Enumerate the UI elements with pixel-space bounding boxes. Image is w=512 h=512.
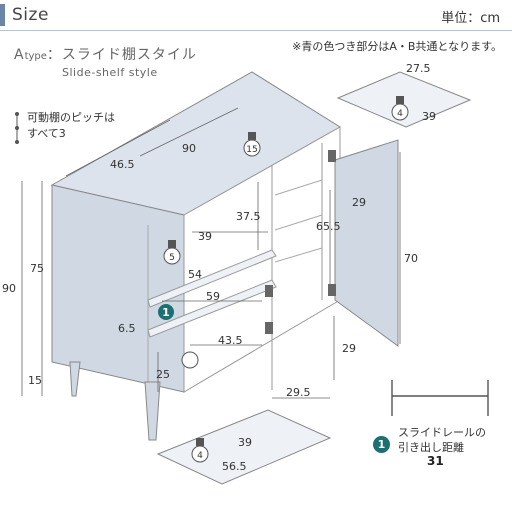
- dim-body-height: 75: [30, 262, 44, 275]
- cabinet-door: [334, 139, 399, 347]
- type-name: スライド棚スタイル: [61, 47, 197, 63]
- dim-slide-shelf-width: 54: [188, 268, 202, 281]
- dim-leg-height: 15: [28, 374, 42, 387]
- type-title: Atype：スライド棚スタイル: [14, 44, 197, 64]
- load-bottom-value: 4: [197, 451, 203, 461]
- header-accent-bar: [0, 4, 5, 26]
- dim-lower-height: 25: [156, 368, 170, 381]
- dim-top-depth: 46.5: [110, 158, 135, 171]
- rail-note-value: 31: [427, 454, 444, 468]
- dim-lower-depth: 43.5: [218, 334, 243, 347]
- load-slide-value: 5: [169, 253, 175, 263]
- dim-top-width: 90: [182, 142, 196, 155]
- rail-note-line-1: スライドレールの: [398, 426, 486, 439]
- rail-note-badge: 1: [373, 436, 390, 453]
- dim-slide-shelf-depth: 39: [198, 230, 212, 243]
- load-top-value: 15: [246, 145, 257, 155]
- dim-shelf-gap: 6.5: [118, 322, 136, 335]
- dim-door-lower: 29: [342, 342, 356, 355]
- slide-rail-diagram: [391, 380, 489, 416]
- dim-upper-space: 37.5: [236, 210, 261, 223]
- slide-shelf-upper: [147, 249, 277, 308]
- badge-number-text: 1: [162, 306, 170, 319]
- pitch-line-2: すべて3: [27, 127, 66, 140]
- load-right-value: 4: [397, 109, 403, 119]
- shelf-pitch-note: 可動棚のピッチは すべて3: [27, 110, 115, 142]
- type-subtitle: Slide-shelf style: [62, 66, 158, 79]
- cabinet-side-panel: [51, 184, 185, 393]
- bottom-shelf-depth: 39: [238, 436, 252, 449]
- header-title: Size: [12, 5, 49, 25]
- slide-shelf-lower: [147, 279, 277, 338]
- pitch-arrow-icon: [15, 112, 19, 144]
- unit-label: 単位：cm: [441, 11, 500, 26]
- bottom-shelf-detail: [156, 409, 332, 485]
- bottom-shelf-width: 56.5: [222, 460, 247, 473]
- type-separator: ：: [46, 47, 62, 63]
- slide-distance-badge: [158, 304, 174, 320]
- dim-right-shelf-top: 29: [352, 196, 366, 209]
- rail-note-line-2: 引き出し距離: [398, 441, 464, 454]
- common-parts-note: ※青の色つき部分はA・B共通となります。: [292, 40, 502, 53]
- header: Size 単位：cm: [0, 0, 512, 30]
- right-shelf-depth: 39: [422, 110, 436, 123]
- type-word: type: [24, 51, 47, 62]
- right-shelf-width: 27.5: [406, 62, 431, 75]
- header-divider: [0, 30, 512, 31]
- dim-mid-width: 59: [206, 290, 220, 303]
- dim-door-height: 70: [404, 252, 418, 265]
- type-prefix: A: [14, 47, 25, 63]
- dim-right-width: 29.5: [286, 386, 311, 399]
- cabinet-leg-front: [144, 381, 161, 441]
- dim-right-height: 65.5: [316, 220, 341, 233]
- pitch-line-1: 可動棚のピッチは: [27, 111, 115, 124]
- dim-height-total: 90: [2, 282, 16, 295]
- cabinet-leg-left: [69, 361, 81, 397]
